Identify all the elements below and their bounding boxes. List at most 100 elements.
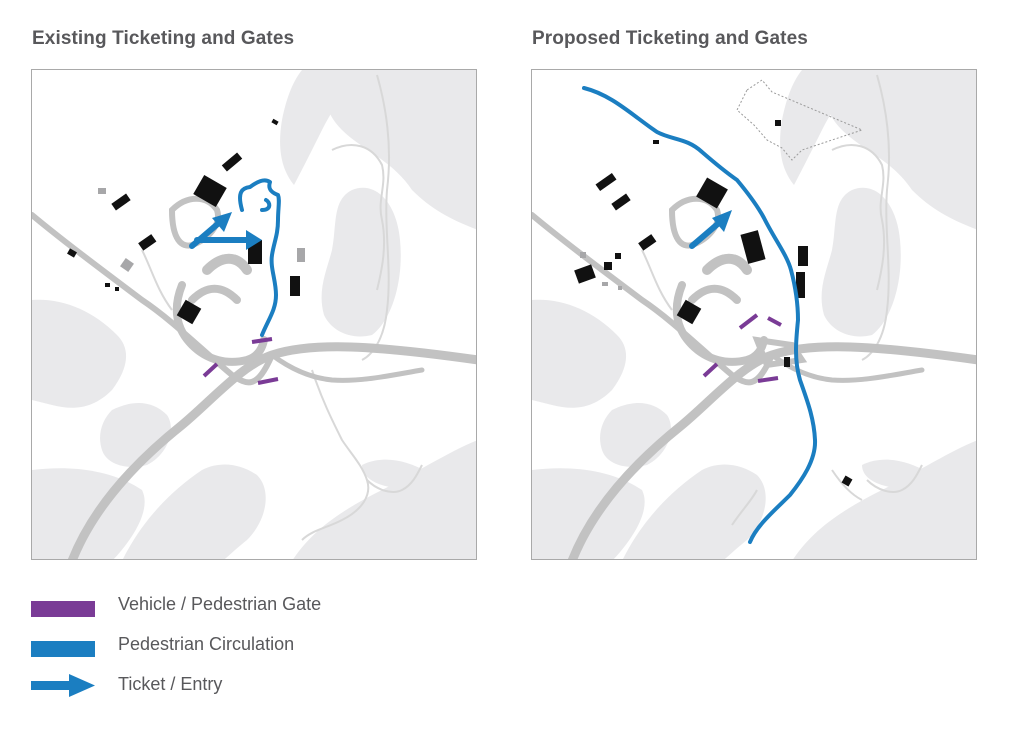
- gate-bar: [738, 313, 759, 330]
- proposed-entry-arrows: [689, 210, 732, 249]
- minor-building: [618, 286, 622, 290]
- ticket-entry-arrow: [689, 219, 723, 249]
- building: [604, 262, 612, 270]
- building: [111, 193, 131, 211]
- minor-building: [580, 252, 586, 258]
- path-line: [731, 489, 758, 526]
- minor-building: [297, 248, 305, 262]
- path-line: [641, 249, 673, 311]
- proposed-terrain: [532, 70, 976, 559]
- legend-ticket-entry-label: Ticket / Entry: [118, 674, 223, 694]
- building: [574, 264, 596, 284]
- building: [841, 475, 853, 487]
- terrain-patch: [280, 70, 352, 185]
- existing-map-panel: [31, 69, 477, 560]
- minor-building: [98, 188, 106, 194]
- existing-paths: [141, 74, 423, 541]
- terrain-patch: [532, 299, 627, 408]
- minor-building: [602, 282, 608, 286]
- path-line: [831, 144, 886, 291]
- terrain-patch: [532, 468, 645, 559]
- gate-bar: [767, 316, 782, 327]
- path-line: [301, 369, 370, 541]
- building: [784, 357, 790, 367]
- access-road: [32, 212, 275, 386]
- terrain-patch: [793, 440, 976, 559]
- terrain-patch: [32, 299, 127, 408]
- pedestrian-circulation-line: [238, 178, 281, 337]
- proposed-gates: [702, 313, 782, 383]
- building: [615, 253, 621, 259]
- existing-gates: [202, 337, 279, 385]
- building: [595, 172, 617, 192]
- terrain-patch: [623, 464, 766, 559]
- building: [290, 276, 300, 296]
- ticket-entry-arrowhead: [712, 210, 732, 232]
- legend-pedestrian-label: Pedestrian Circulation: [118, 634, 295, 654]
- parking-aisle: [702, 253, 752, 275]
- building: [611, 193, 631, 211]
- proposed-gray-buildings: [580, 252, 622, 290]
- main-road: [67, 342, 476, 559]
- path-line: [366, 464, 423, 493]
- terrain-patch: [823, 70, 976, 230]
- terrain-patch: [123, 464, 266, 559]
- ticket-entry-arrowhead: [246, 230, 262, 250]
- gate-bar: [757, 376, 779, 383]
- secondary-road: [269, 352, 425, 383]
- parking-aisle: [202, 253, 252, 275]
- parking-aisle: [688, 284, 741, 304]
- path-line: [831, 469, 863, 501]
- proposed-map-title: Proposed Ticketing and Gates: [532, 28, 808, 49]
- path-line: [361, 74, 390, 361]
- terrain-patch: [323, 70, 476, 230]
- building: [638, 234, 657, 251]
- terrain-patch: [293, 440, 476, 559]
- access-road: [532, 212, 775, 386]
- path-line: [141, 249, 173, 311]
- minor-building: [120, 258, 134, 272]
- gate-bar: [202, 362, 219, 378]
- terrain-patch: [600, 403, 671, 467]
- existing-buildings: [67, 118, 300, 325]
- building: [696, 177, 728, 209]
- building: [798, 246, 808, 266]
- legend-gate-swatch: [31, 601, 95, 617]
- proposed-roads: [532, 195, 976, 559]
- existing-gray-buildings: [98, 188, 305, 272]
- legend-gate-label: Vehicle / Pedestrian Gate: [118, 594, 322, 614]
- ticket-entry-arrowhead: [212, 212, 232, 232]
- main-road: [567, 342, 976, 559]
- path-line: [331, 144, 386, 291]
- proposed-boundary: [736, 79, 864, 161]
- terrain-patch: [321, 187, 401, 337]
- building: [138, 234, 157, 251]
- building: [105, 283, 110, 287]
- building: [653, 140, 659, 144]
- gate-bar: [251, 337, 273, 344]
- parking-loop: [672, 281, 768, 366]
- existing-map-canvas: [32, 70, 476, 559]
- building: [176, 299, 202, 325]
- existing-entry-arrows: [189, 212, 262, 250]
- building: [115, 287, 119, 291]
- proposed-buildings: [574, 120, 853, 487]
- proposed-pedestrian-route: [582, 86, 818, 544]
- building: [796, 272, 805, 298]
- gate-bar: [702, 362, 719, 378]
- existing-pedestrian-route: [238, 178, 281, 337]
- path-line: [861, 74, 890, 361]
- legend-item-gate: Vehicle / Pedestrian Gate: [31, 592, 431, 622]
- building: [775, 120, 781, 126]
- terrain-patch: [821, 187, 901, 337]
- existing-map-title: Existing Ticketing and Gates: [32, 28, 295, 49]
- terrain-patch: [32, 468, 145, 559]
- existing-roads: [32, 195, 476, 559]
- proposed-map-panel: [531, 69, 977, 560]
- building: [676, 299, 702, 325]
- gate-bar: [257, 377, 279, 385]
- building: [67, 248, 77, 258]
- existing-terrain: [32, 70, 476, 559]
- parking-loop: [172, 281, 268, 366]
- parking-aisle: [188, 284, 241, 304]
